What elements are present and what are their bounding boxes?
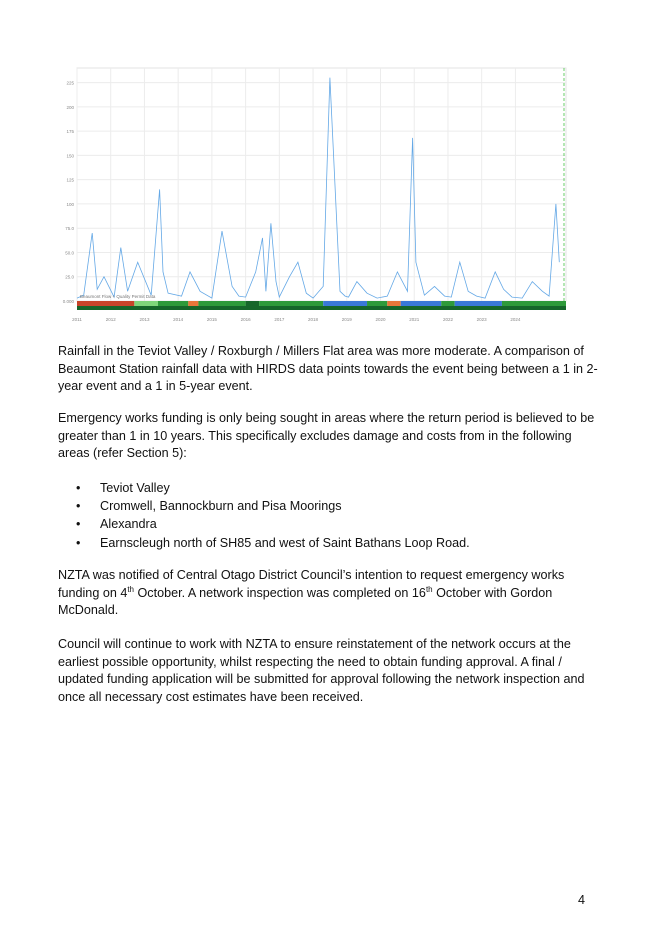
paragraph-emergency-funding: Emergency works funding is only being so… bbox=[58, 410, 598, 463]
quality-band-segment bbox=[245, 301, 260, 306]
x-tick-label: 2023 bbox=[477, 317, 488, 322]
quality-band-segment bbox=[387, 301, 401, 306]
quality-band-base bbox=[77, 306, 566, 310]
y-tick-label: 25.0 bbox=[65, 275, 74, 280]
quality-band-segment bbox=[188, 301, 199, 306]
list-item: • Earnscleugh north of SH85 and west of S… bbox=[58, 534, 598, 552]
paragraph-nzta-notification: NZTA was notified of Central Otago Distr… bbox=[58, 567, 598, 620]
rainfall-chart-svg: 225 200 175 150 125 100 75.0 50.0 25.0 0.000 2011 2… bbox=[63, 67, 567, 322]
y-tick-label: 125 bbox=[66, 178, 74, 183]
quality-band-segment bbox=[134, 301, 158, 306]
x-tick-label: 2011 bbox=[72, 317, 82, 322]
quality-band-segment bbox=[454, 301, 502, 306]
x-tick-label: 2016 bbox=[241, 317, 252, 322]
y-tick-label: 150 bbox=[66, 153, 74, 158]
legend-label: Beaumont Flow + Quality Permit Data bbox=[80, 294, 156, 299]
list-item-text: Teviot Valley bbox=[100, 481, 170, 495]
y-tick-label: 175 bbox=[66, 129, 74, 134]
quality-band-segment bbox=[400, 301, 442, 306]
quality-band-segment bbox=[198, 301, 246, 306]
y-tick-label: 200 bbox=[66, 105, 74, 110]
bullet-icon: • bbox=[76, 481, 81, 495]
paragraph-emergency-funding-text: Emergency works funding is only being so… bbox=[58, 411, 595, 461]
quality-band-segment bbox=[441, 301, 455, 306]
x-tick-label: 2017 bbox=[274, 317, 285, 322]
quality-band-segment bbox=[259, 301, 324, 306]
paragraph-rainfall-teviot-text: Rainfall in the Teviot Valley / Roxburgh… bbox=[58, 344, 598, 394]
x-tick-label: 2019 bbox=[342, 317, 353, 322]
bullet-icon: • bbox=[76, 499, 81, 514]
x-tick-label: 2014 bbox=[173, 317, 184, 322]
paragraph-rainfall-teviot: Rainfall in the Teviot Valley / Roxburgh… bbox=[58, 343, 598, 396]
ordinal-suffix: th bbox=[425, 584, 433, 594]
excluded-areas-list: • Teviot Valley • Cromwell, Bannockburn an… bbox=[58, 479, 598, 552]
plot-area bbox=[76, 67, 567, 302]
x-tick-label: 2018 bbox=[308, 317, 319, 322]
y-tick-label: 100 bbox=[66, 202, 74, 207]
bullet-icon: • bbox=[76, 535, 81, 550]
paragraph-council-reinstatement-text: Council will continue to work with NZTA … bbox=[58, 637, 585, 704]
text-run: NZTA was notified of Central Otago Distr… bbox=[58, 568, 565, 600]
rainfall-series-line bbox=[76, 77, 560, 299]
list-item-text: Cromwell, Bannockburn and Pisa Moorings bbox=[100, 499, 342, 514]
x-tick-label: 2015 bbox=[207, 317, 218, 322]
list-item: • Cromwell, Bannockburn and Pisa Moorings bbox=[58, 497, 598, 515]
list-item-text: Earnscleugh north of SH85 and west of Sa… bbox=[100, 535, 470, 550]
x-tick-label: 2021 bbox=[409, 317, 420, 322]
bullet-icon: • bbox=[76, 517, 81, 532]
paragraph-council-reinstatement: Council will continue to work with NZTA … bbox=[58, 636, 598, 706]
list-item: • Alexandra bbox=[58, 515, 598, 533]
x-tick-label: 2020 bbox=[376, 317, 387, 322]
text-run: October. A network inspection was comple… bbox=[134, 585, 426, 600]
y-tick-label: 225 bbox=[66, 81, 74, 86]
quality-band-segment bbox=[367, 301, 388, 306]
quality-band-segment bbox=[77, 301, 135, 306]
y-tick-label: 50.0 bbox=[65, 250, 74, 255]
quality-band-segment bbox=[157, 301, 189, 306]
x-tick-label: 2013 bbox=[139, 317, 150, 322]
list-item-text: Alexandra bbox=[100, 517, 157, 532]
quality-band-segment bbox=[323, 301, 368, 306]
quality-band-segment bbox=[501, 301, 566, 306]
page-number: 4 bbox=[578, 893, 586, 907]
paragraph-nzta-notification-text: NZTA was notified of Central Otago Distr… bbox=[58, 567, 598, 620]
y-tick-label: 75.0 bbox=[65, 226, 74, 231]
x-tick-label: 2024 bbox=[510, 317, 521, 322]
ordinal-suffix: th bbox=[127, 584, 134, 594]
list-item: • Teviot Valley bbox=[58, 479, 598, 497]
x-tick-label: 2012 bbox=[106, 317, 117, 322]
x-tick-label: 2022 bbox=[443, 317, 454, 322]
rainfall-chart: 225 200 175 150 125 100 75.0 50.0 25.0 0.000 2011 2… bbox=[56, 58, 576, 326]
y-tick-label: 0.000 bbox=[63, 299, 75, 304]
text-run: October with Gordon McDonald. bbox=[58, 585, 553, 618]
